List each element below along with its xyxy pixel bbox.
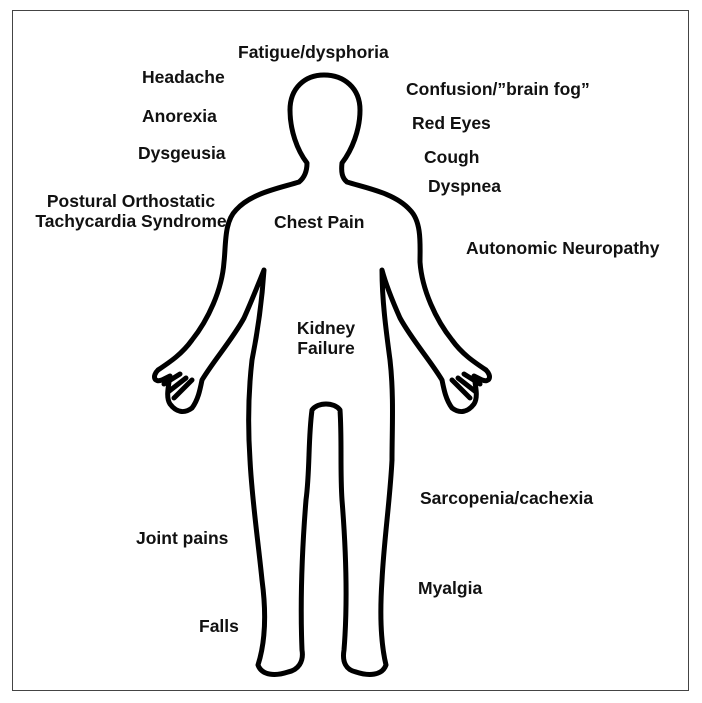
label-chest-pain: Chest Pain xyxy=(274,212,364,232)
label-fatigue: Fatigue/dysphoria xyxy=(238,42,389,62)
label-kidney-line2: Failure xyxy=(280,338,372,358)
label-confusion: Confusion/”brain fog” xyxy=(406,79,590,99)
label-sarcopenia: Sarcopenia/cachexia xyxy=(420,488,593,508)
label-pots: Postural Orthostatic Tachycardia Syndrom… xyxy=(22,191,240,231)
label-kidney-failure: Kidney Failure xyxy=(280,318,372,358)
label-pots-line1: Postural Orthostatic xyxy=(22,191,240,211)
label-kidney-line1: Kidney xyxy=(280,318,372,338)
label-falls: Falls xyxy=(199,616,239,636)
label-myalgia: Myalgia xyxy=(418,578,482,598)
label-cough: Cough xyxy=(424,147,479,167)
label-dysgeusia: Dysgeusia xyxy=(138,143,226,163)
label-autonomic-neuropathy: Autonomic Neuropathy xyxy=(466,238,659,258)
label-headache: Headache xyxy=(142,67,225,87)
label-joint-pains: Joint pains xyxy=(136,528,228,548)
label-dyspnea: Dyspnea xyxy=(428,176,501,196)
label-pots-line2: Tachycardia Syndrome xyxy=(22,211,240,231)
label-red-eyes: Red Eyes xyxy=(412,113,491,133)
label-anorexia: Anorexia xyxy=(142,106,217,126)
